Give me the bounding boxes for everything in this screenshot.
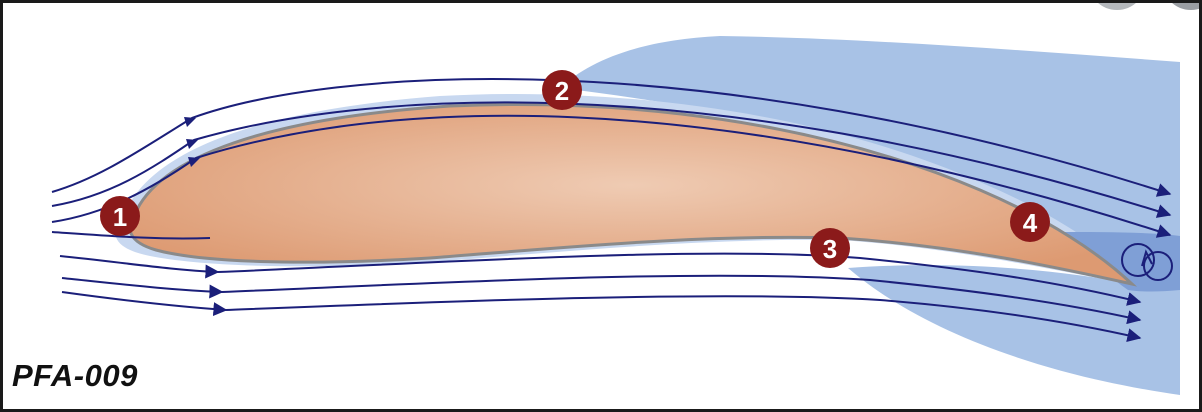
streamline <box>59 255 220 279</box>
marker-label: 2 <box>555 76 569 106</box>
marker-label: 4 <box>1023 208 1038 238</box>
marker-3: 3 <box>810 228 850 268</box>
streamline <box>61 277 224 299</box>
streamline <box>61 291 228 317</box>
streamline <box>51 114 1172 238</box>
marker-label: 1 <box>113 202 127 232</box>
arrowhead-icon <box>186 139 198 149</box>
streamlines <box>51 78 1172 343</box>
marker-1: 1 <box>100 196 140 236</box>
upper-arrowheads <box>184 117 200 167</box>
marker-4: 4 <box>1010 202 1050 242</box>
upper-low-pressure-region <box>560 36 1180 395</box>
streamline <box>217 252 1142 306</box>
streamline <box>51 78 1172 197</box>
recirculation-vortex-icon <box>1121 243 1173 281</box>
marker-label: 3 <box>823 234 837 264</box>
figure-id-label: PFA-009 <box>12 358 138 393</box>
marker-2: 2 <box>542 70 582 110</box>
streamline <box>225 295 1142 343</box>
streamline <box>51 101 1172 218</box>
airfoil-body <box>128 103 1138 287</box>
arrowhead-icon <box>184 117 196 127</box>
arrowhead-icon <box>188 157 200 167</box>
streamline <box>51 231 211 240</box>
streamline <box>221 274 1142 325</box>
